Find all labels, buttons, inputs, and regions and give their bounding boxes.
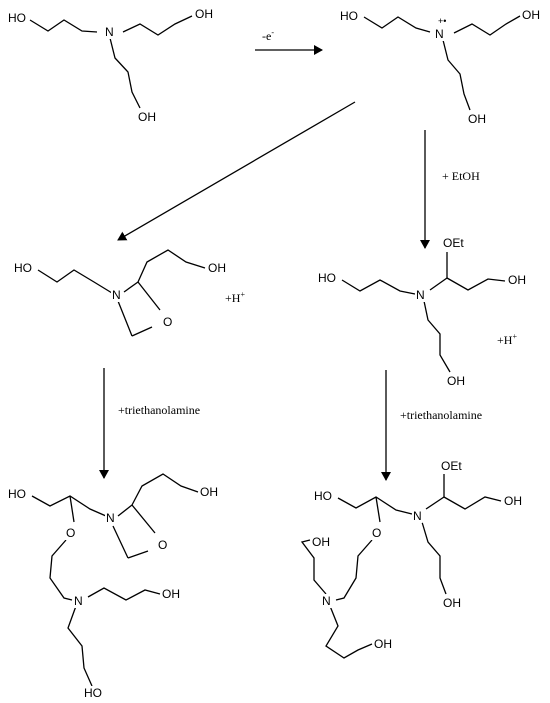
atom-label: O [158, 538, 167, 552]
atom-label: N [74, 594, 83, 608]
label-proton: +H+ [497, 332, 517, 347]
atom-label: OH [504, 494, 522, 508]
label-minus-e: -e- [262, 28, 274, 43]
atom-label: OH [508, 273, 526, 287]
arrow-oxidation: -e- [255, 28, 323, 55]
label-proton: +H+ [225, 290, 245, 305]
molecule-triethanolamine: HO N OH OH [7, 7, 214, 124]
molecule-product-right: HO N O OEt OH OH N OH OH [300, 459, 523, 659]
atom-label: OH [374, 637, 392, 651]
atom-label: HO [340, 9, 358, 23]
atom-label: HO [8, 11, 26, 25]
atom-label: OH [138, 110, 156, 124]
atom-label: OEt [443, 236, 464, 250]
atom-label: OH [312, 535, 330, 549]
atom-label: O [163, 315, 172, 329]
atom-label: OH [443, 596, 461, 610]
molecule-product-left: HO N O O OH N OH HO [7, 473, 219, 700]
atom-label: N [435, 27, 444, 41]
molecule-oxazolidine: HO N O OH +H+ [13, 249, 245, 337]
arrow-add-tea-right: +triethanolamine [381, 370, 482, 481]
arrow-cyclization [117, 101, 356, 241]
atom-label: O [372, 526, 381, 540]
atom-label: O [66, 526, 75, 540]
atom-label: OH [208, 261, 226, 275]
atom-label: HO [314, 489, 332, 503]
label-add-ethanol: + EtOH [442, 169, 480, 183]
molecule-ethoxy-adduct: HO N OEt OH OH +H+ [317, 236, 527, 388]
label-add-tea: +triethanolamine [118, 403, 200, 417]
atom-label: OH [447, 374, 465, 388]
atom-label: HO [8, 487, 26, 501]
atom-label: OH [468, 112, 486, 126]
atom-label: HO [318, 271, 336, 285]
atom-label: N [322, 594, 331, 608]
atom-label: HO [14, 261, 32, 275]
atom-label: N [413, 509, 422, 523]
arrow-add-ethanol: + EtOH [420, 130, 480, 249]
atom-label: OH [522, 8, 540, 22]
arrow-add-tea-left: +triethanolamine [99, 368, 200, 479]
atom-label: N [106, 511, 115, 525]
atom-label: OH [195, 7, 213, 21]
atom-label: OH [200, 485, 218, 499]
atom-label: N [112, 288, 121, 302]
atom-label: N [416, 288, 425, 302]
atom-label: HO [84, 686, 102, 700]
atom-label: N [105, 25, 114, 39]
molecule-radical-cation: HO N +• OH OH [339, 8, 541, 126]
atom-label: OH [162, 587, 180, 601]
atom-label: OEt [441, 459, 462, 473]
label-add-tea: +triethanolamine [400, 408, 482, 422]
radical-cation-sign: +• [438, 16, 446, 26]
